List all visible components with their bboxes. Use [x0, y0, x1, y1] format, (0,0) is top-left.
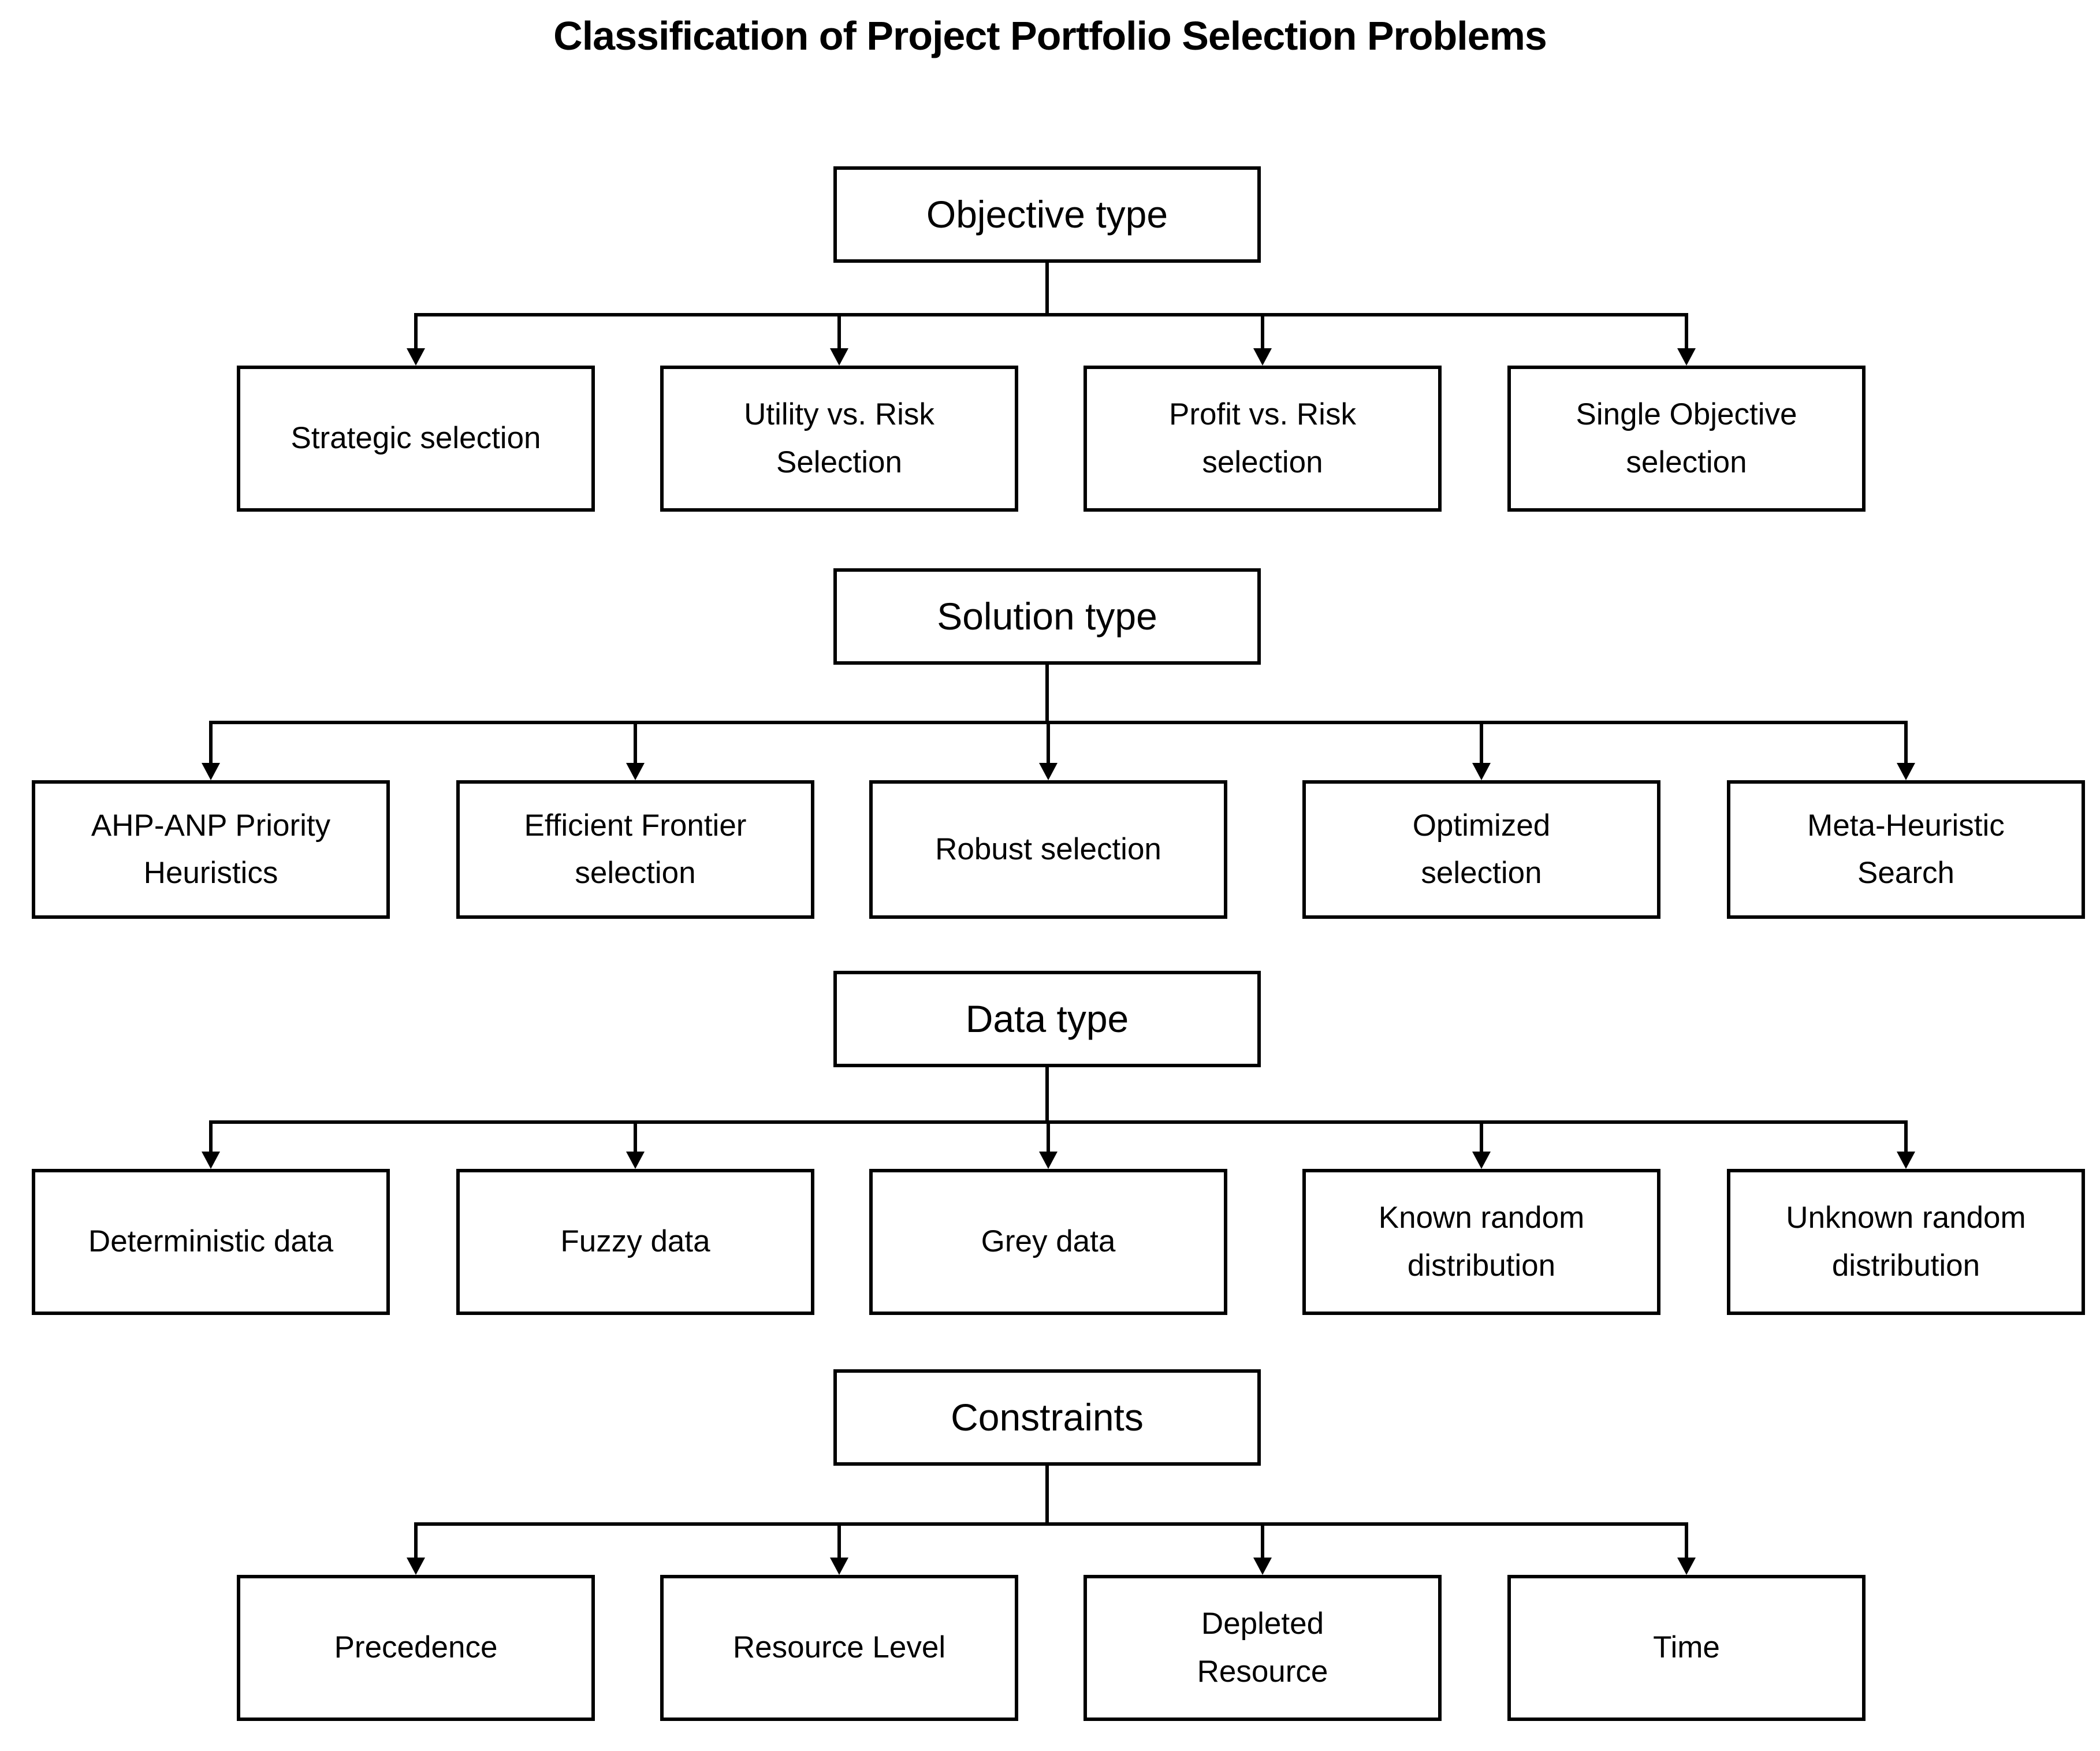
arrow-down-icon [407, 348, 425, 366]
node-efficient-frontier-selection: Efficient Frontier selection [456, 780, 814, 919]
arrow-down-icon [626, 763, 645, 780]
arrow-down-icon [1677, 348, 1696, 366]
node-deterministic-data: Deterministic data [32, 1169, 390, 1315]
connector-drop [1685, 313, 1688, 352]
page-title: Classification of Project Portfolio Sele… [553, 13, 1547, 58]
arrow-down-icon [830, 1558, 848, 1575]
connector-stem [1045, 665, 1049, 724]
arrow-down-icon [1039, 1152, 1058, 1169]
node-constraints: Constraints [833, 1369, 1261, 1466]
connector-hline [209, 721, 1908, 724]
node-solution-type: Solution type [833, 568, 1261, 665]
arrow-down-icon [1472, 1152, 1491, 1169]
node-objective-type: Objective type [833, 166, 1261, 263]
connector-drop [1047, 721, 1050, 764]
connector-drop [634, 721, 637, 764]
connector-stem [1045, 263, 1049, 316]
connector-drop [1480, 721, 1483, 764]
connector-drop [414, 313, 418, 352]
node-resource-level: Resource Level [660, 1575, 1018, 1721]
node-robust-selection: Robust selection [869, 780, 1227, 919]
node-known-random-distribution: Known random distribution [1302, 1169, 1660, 1315]
arrow-down-icon [1677, 1558, 1696, 1575]
node-ahp-anp-priority-heuristics: AHP-ANP Priority Heuristics [32, 780, 390, 919]
arrow-down-icon [202, 1152, 220, 1169]
node-grey-data: Grey data [869, 1169, 1227, 1315]
connector-drop [209, 1120, 213, 1153]
connector-drop [634, 1120, 637, 1153]
connector-drop [1904, 1120, 1908, 1153]
connector-drop [837, 313, 841, 352]
connector-hline [209, 1120, 1908, 1124]
node-utility-vs-risk-selection: Utility vs. Risk Selection [660, 366, 1018, 512]
connector-hline [414, 313, 1688, 316]
arrow-down-icon [1253, 348, 1272, 366]
connector-drop [1261, 1522, 1264, 1559]
arrow-down-icon [1897, 1152, 1915, 1169]
connector-drop [837, 1522, 841, 1559]
node-fuzzy-data: Fuzzy data [456, 1169, 814, 1315]
connector-drop [1047, 1120, 1050, 1153]
node-data-type: Data type [833, 971, 1261, 1067]
arrow-down-icon [830, 348, 848, 366]
connector-hline [414, 1522, 1688, 1526]
node-meta-heuristic-search: Meta-Heuristic Search [1727, 780, 2085, 919]
node-depleted-resource: Depleted Resource [1083, 1575, 1442, 1721]
node-time: Time [1507, 1575, 1866, 1721]
arrow-down-icon [202, 763, 220, 780]
connector-drop [1261, 313, 1264, 352]
arrow-down-icon [1253, 1558, 1272, 1575]
arrow-down-icon [1897, 763, 1915, 780]
arrow-down-icon [1039, 763, 1058, 780]
arrow-down-icon [407, 1558, 425, 1575]
node-precedence: Precedence [237, 1575, 595, 1721]
node-optimized-selection: Optimized selection [1302, 780, 1660, 919]
node-profit-vs-risk-selection: Profit vs. Risk selection [1083, 366, 1442, 512]
connector-stem [1045, 1067, 1049, 1124]
connector-drop [1904, 721, 1908, 764]
connector-drop [1685, 1522, 1688, 1559]
node-unknown-random-distribution: Unknown random distribution [1727, 1169, 2085, 1315]
node-single-objective-selection: Single Objective selection [1507, 366, 1866, 512]
connector-drop [414, 1522, 418, 1559]
node-strategic-selection: Strategic selection [237, 366, 595, 512]
arrow-down-icon [1472, 763, 1491, 780]
connector-drop [209, 721, 213, 764]
connector-stem [1045, 1466, 1049, 1526]
arrow-down-icon [626, 1152, 645, 1169]
connector-drop [1480, 1120, 1483, 1153]
